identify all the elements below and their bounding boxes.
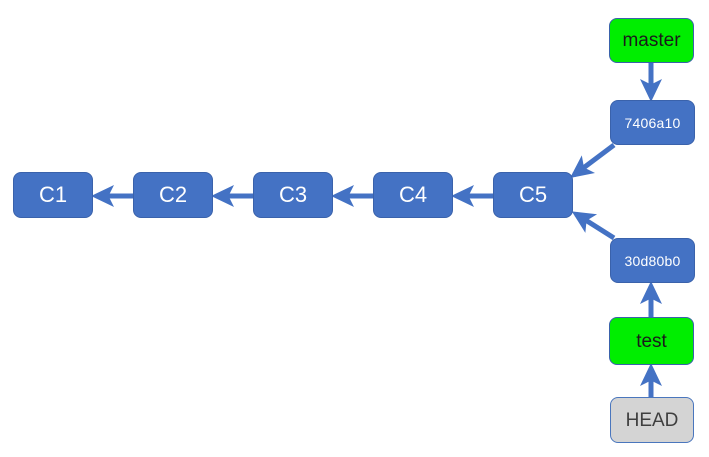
node-c4[interactable]: C4 bbox=[373, 172, 453, 218]
node-c2[interactable]: C2 bbox=[133, 172, 213, 218]
edge-30d80b0-to-c5 bbox=[571, 211, 616, 241]
node-c4-label: C4 bbox=[398, 182, 428, 207]
node-30d80b0[interactable]: 30d80b0 bbox=[610, 238, 695, 283]
node-30d80b0-label: 30d80b0 bbox=[624, 252, 681, 269]
node-c1[interactable]: C1 bbox=[13, 172, 93, 218]
node-master-label: master bbox=[622, 30, 681, 51]
node-c5-label: C5 bbox=[518, 182, 548, 207]
node-c2-label: C2 bbox=[158, 182, 188, 207]
node-head[interactable]: HEAD bbox=[610, 397, 694, 443]
node-c3[interactable]: C3 bbox=[253, 172, 333, 218]
node-test[interactable]: test bbox=[609, 317, 694, 365]
node-7406a10-label: 7406a10 bbox=[624, 114, 681, 131]
edge-7406a10-to-c5 bbox=[569, 143, 616, 179]
node-c5[interactable]: C5 bbox=[493, 172, 573, 218]
node-7406a10[interactable]: 7406a10 bbox=[610, 100, 695, 145]
node-head-label: HEAD bbox=[625, 409, 679, 431]
node-master[interactable]: master bbox=[609, 18, 694, 63]
node-c3-label: C3 bbox=[278, 182, 308, 207]
node-c1-label: C1 bbox=[38, 182, 68, 207]
node-test-label: test bbox=[636, 330, 667, 352]
